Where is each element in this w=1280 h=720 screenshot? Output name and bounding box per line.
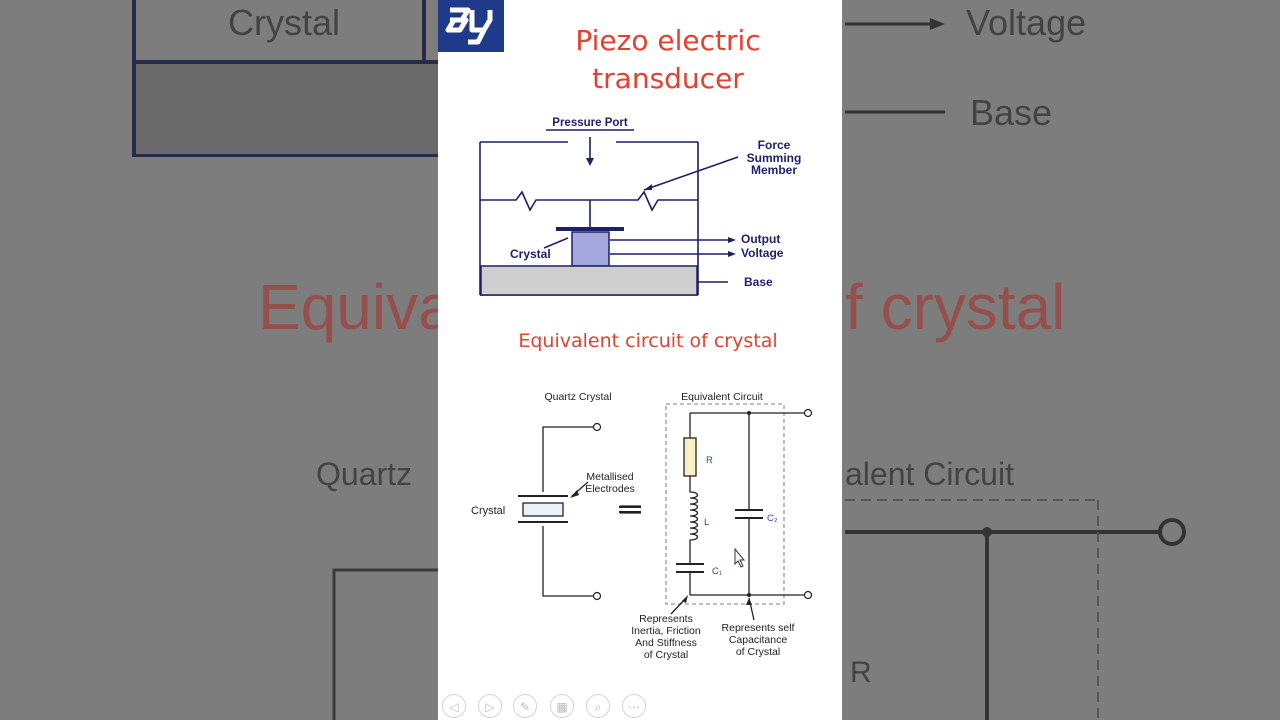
section-subtitle: Equivalent circuit of crystal (518, 330, 778, 352)
bg-crystal-label: Crystal (228, 2, 341, 43)
r-label: R (706, 455, 713, 466)
inertia-arrow-icon (682, 595, 688, 603)
bg-voltage-label: Voltage (966, 2, 1087, 43)
self-cap-arrow-icon (746, 598, 752, 605)
slide-title: Piezo electric transducer (518, 22, 818, 98)
represents-inertia-line3: And Stiffness (635, 637, 697, 649)
crystal-label: Crystal (510, 247, 551, 261)
quartz-crystal-label: Quartz Crystal (544, 391, 611, 403)
crystal-element (571, 231, 610, 267)
represents-self-line2: Capacitance (729, 634, 788, 646)
base-label: Base (744, 275, 773, 289)
force-label-line1: Force (758, 138, 791, 152)
base-plate (480, 265, 698, 296)
represents-inertia-line1: Represents (639, 613, 693, 625)
next-slide-button[interactable]: ▷ (478, 694, 502, 718)
channel-logo (438, 0, 504, 52)
junction-top (747, 411, 751, 415)
crystal-symbol (522, 502, 564, 517)
terminal-top-right (803, 408, 813, 418)
output-arrow-icon (728, 237, 736, 243)
previous-slide-button[interactable]: ◁ (442, 694, 466, 718)
force-label-line2: Summing (747, 151, 802, 165)
slideshow-controls: ◁ ▷ ✎ ▦ ⌕ ⋯ (438, 692, 842, 720)
represents-self-line1: Represents self (722, 622, 795, 634)
voltage-label: Voltage (741, 246, 784, 260)
logo-mark-icon (445, 7, 493, 45)
slide-panel: Piezo electric transducer (438, 0, 842, 720)
metallised-label-line2: Electrodes (585, 483, 635, 495)
bg-equiv-circuit-label: alent Circuit (845, 456, 1014, 492)
voltage-arrow-icon (728, 251, 736, 257)
represents-inertia-line2: Inertia, Friction (631, 625, 701, 637)
c2-label: C₂ (767, 513, 778, 524)
slide-overview-button[interactable]: ▦ (550, 694, 574, 718)
title-line-1: Piezo electric (575, 24, 761, 57)
force-arrow-icon (644, 184, 652, 190)
represents-inertia-line4: of Crystal (644, 649, 688, 661)
force-label-line3: Member (751, 163, 797, 177)
bg-base-label: Base (970, 92, 1053, 133)
terminal-bottom-right (803, 590, 813, 600)
terminal-top-left (592, 422, 602, 432)
pen-tool-button[interactable]: ✎ (513, 694, 537, 718)
terminal-bottom-left (592, 591, 602, 601)
electrode-arrow-icon (570, 490, 579, 498)
piezo-transducer-diagram: Pressure Port Force Summing Member Cryst… (479, 117, 802, 296)
bg-quartz-label: Quartz (316, 456, 413, 492)
l-label: L (704, 517, 709, 528)
title-line-2: transducer (592, 62, 744, 95)
more-options-button[interactable]: ⋯ (622, 694, 646, 718)
bg-r-label: R (850, 656, 872, 689)
equivalent-circuit-label: Equivalent Circuit (681, 391, 763, 403)
c1-label: C₁ (712, 566, 722, 577)
output-label: Output (741, 232, 780, 246)
resistor-symbol (683, 437, 697, 477)
junction-bottom (747, 593, 751, 597)
bg-equiv-right: f crystal (845, 271, 1066, 343)
pressure-port-label: Pressure Port (552, 117, 628, 129)
pressure-arrow-icon (586, 158, 594, 166)
bg-equiv-left: Equiva (258, 271, 454, 343)
crystal-circuit-label: Crystal (471, 505, 505, 517)
zoom-button[interactable]: ⌕ (586, 694, 610, 718)
equivalent-circuit-diagram: Quartz Crystal Equivalent Circuit Metall… (471, 391, 813, 661)
metallised-label-line1: Metallised (586, 471, 633, 483)
mouse-cursor-icon (734, 547, 746, 568)
represents-self-line3: of Crystal (736, 646, 780, 658)
